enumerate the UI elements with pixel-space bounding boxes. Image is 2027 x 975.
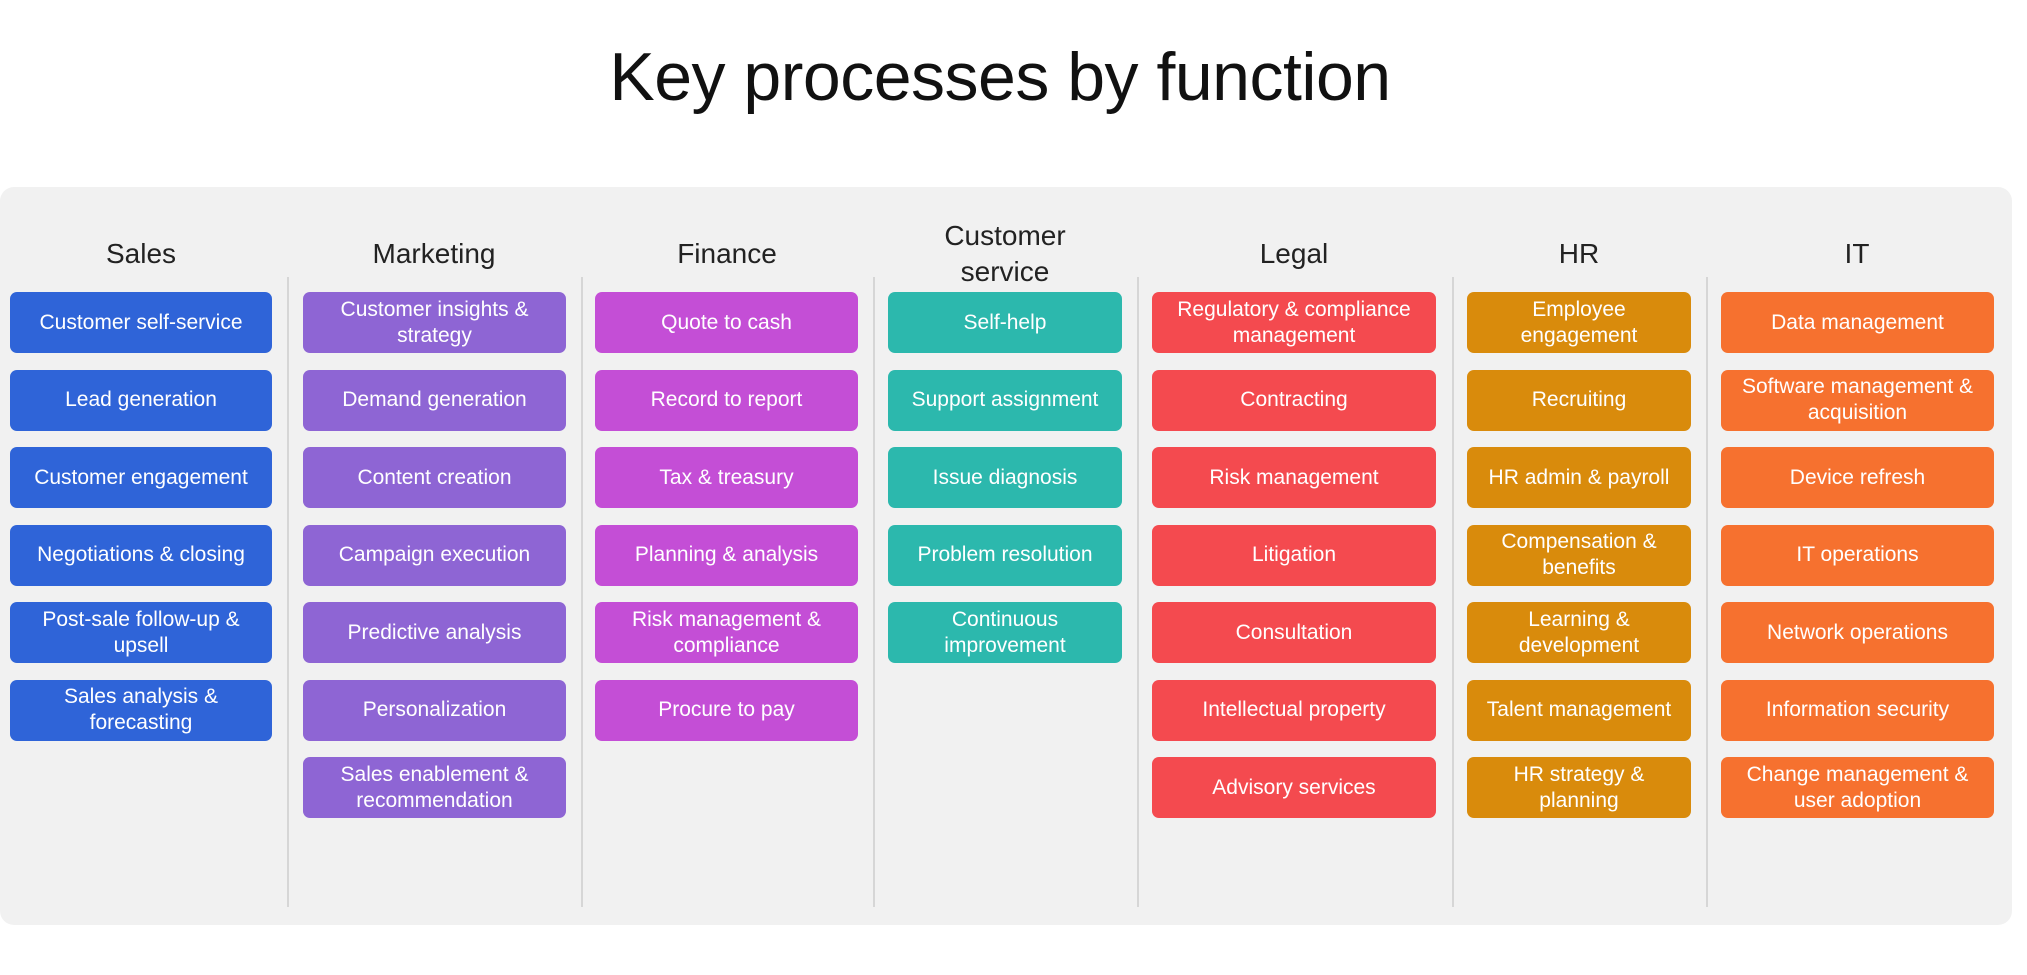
process-item-legal: Consultation	[1152, 602, 1436, 663]
process-item-sales: Negotiations & closing	[10, 524, 272, 586]
process-item-finance: Planning & analysis	[595, 524, 858, 586]
process-item-customer-service: Support assignment	[888, 369, 1122, 431]
process-item-sales: Post-sale follow-up & upsell	[10, 602, 272, 663]
process-item-customer-service: Continuous improvement	[888, 602, 1122, 663]
process-item-hr: Talent management	[1467, 679, 1691, 741]
process-item-finance: Risk management & compliance	[595, 602, 858, 663]
process-item-legal: Regulatory & compliance management	[1152, 292, 1436, 353]
process-item-it: Information security	[1721, 679, 1994, 741]
column-divider	[873, 277, 875, 907]
process-item-hr: HR strategy & planning	[1467, 757, 1691, 818]
process-item-customer-service: Problem resolution	[888, 524, 1122, 586]
column-header-customer-service: Customer service	[944, 220, 1066, 287]
process-item-customer-service: Issue diagnosis	[888, 447, 1122, 508]
process-item-legal: Intellectual property	[1152, 679, 1436, 741]
process-item-legal: Litigation	[1152, 524, 1436, 586]
column-header-hr: HR	[1558, 238, 1600, 269]
process-item-it: Device refresh	[1721, 447, 1994, 508]
column-divider	[1706, 277, 1708, 907]
process-item-finance: Tax & treasury	[595, 447, 858, 508]
column-divider	[287, 277, 289, 907]
process-item-sales: Lead generation	[10, 369, 272, 431]
column-header-legal: Legal	[1259, 238, 1329, 269]
column-header-marketing: Marketing	[372, 238, 496, 269]
process-item-it: Data management	[1721, 292, 1994, 353]
process-item-it: Software management & acquisition	[1721, 369, 1994, 431]
column-header-finance: Finance	[677, 238, 777, 269]
process-item-hr: HR admin & payroll	[1467, 447, 1691, 508]
process-item-marketing: Personalization	[303, 679, 566, 741]
process-item-sales: Sales analysis & forecasting	[10, 679, 272, 741]
process-item-customer-service: Self-help	[888, 292, 1122, 353]
process-item-marketing: Campaign execution	[303, 524, 566, 586]
process-item-it: Network operations	[1721, 602, 1994, 663]
process-item-hr: Recruiting	[1467, 369, 1691, 431]
column-divider	[1452, 277, 1454, 907]
process-item-marketing: Customer insights & strategy	[303, 292, 566, 353]
process-item-legal: Advisory services	[1152, 757, 1436, 818]
process-item-marketing: Demand generation	[303, 369, 566, 431]
process-item-it: Change management & user adoption	[1721, 757, 1994, 818]
process-item-legal: Risk management	[1152, 447, 1436, 508]
process-item-legal: Contracting	[1152, 369, 1436, 431]
process-item-sales: Customer self-service	[10, 292, 272, 353]
process-item-finance: Procure to pay	[595, 679, 858, 741]
process-item-marketing: Content creation	[303, 447, 566, 508]
process-item-finance: Quote to cash	[595, 292, 858, 353]
process-item-finance: Record to report	[595, 369, 858, 431]
process-item-sales: Customer engagement	[10, 447, 272, 508]
column-divider	[1137, 277, 1139, 907]
page-title: Key processes by function	[609, 39, 1391, 115]
process-item-it: IT operations	[1721, 524, 1994, 586]
column-header-sales: Sales	[105, 238, 177, 269]
process-item-hr: Learning & development	[1467, 602, 1691, 663]
process-item-hr: Employee engagement	[1467, 292, 1691, 353]
process-item-marketing: Predictive analysis	[303, 602, 566, 663]
column-divider	[581, 277, 583, 907]
process-item-hr: Compensation & benefits	[1467, 524, 1691, 586]
column-header-it: IT	[1844, 238, 1870, 269]
process-item-marketing: Sales enablement & recommendation	[303, 757, 566, 818]
